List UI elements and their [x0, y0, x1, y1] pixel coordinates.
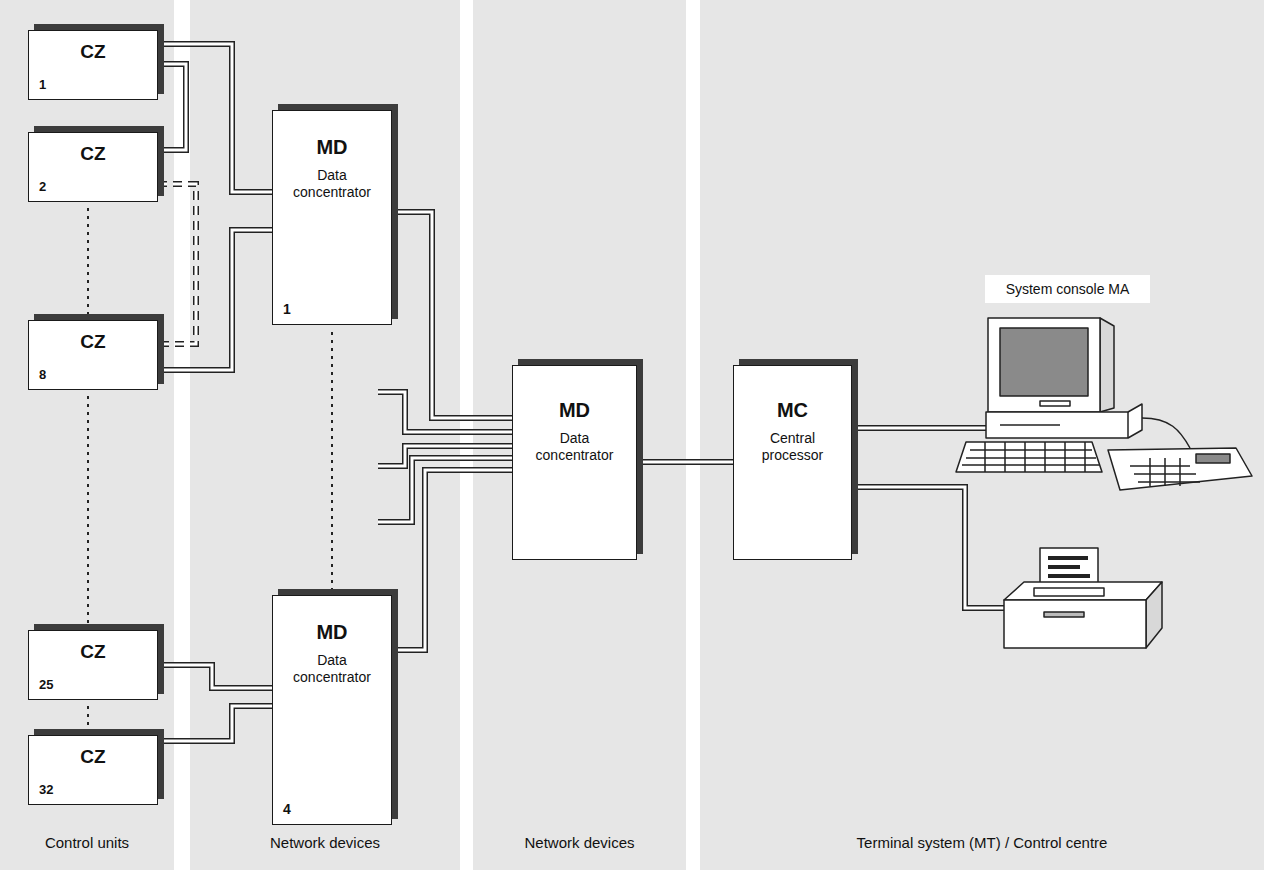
connector-core: [392, 212, 512, 418]
handset-cable: [1142, 418, 1190, 448]
unit-number: 32: [39, 782, 53, 798]
connector-core: [158, 665, 272, 688]
console-wire: [850, 425, 986, 431]
connector-core: [158, 64, 186, 150]
device-name: CZ: [80, 331, 105, 354]
column-band: Terminal system (MT) / Control centre MC C…: [700, 0, 1264, 870]
connector-outline: [392, 212, 512, 418]
connector-outline: [158, 706, 272, 741]
double-line-connector: [158, 64, 186, 150]
device-description: Data concentrator: [283, 652, 381, 686]
double-line-connector: [158, 706, 272, 741]
device-name: MD: [316, 620, 347, 644]
console-tag: System console MA: [985, 275, 1150, 303]
keyboard-keys: [962, 442, 1099, 472]
device-box: MD Data concentrator: [512, 365, 637, 560]
unit-number: 2: [39, 179, 46, 195]
connector-outline: [158, 44, 272, 192]
device-description: Data concentrator: [523, 430, 626, 464]
handset: [1108, 448, 1252, 490]
double-line-connector: [392, 212, 512, 418]
continuation-dots: [87, 396, 89, 624]
device-description: Data concentrator: [283, 167, 381, 201]
continuation-dots: [87, 208, 89, 314]
device-box: MC Central processor: [733, 365, 852, 560]
base-edge: [1127, 412, 1129, 438]
unit-number: 8: [39, 367, 46, 383]
computer-base: [986, 404, 1142, 438]
device-box: CZ 32: [28, 735, 158, 805]
keyboard: [956, 442, 1102, 472]
connector-core: [158, 184, 196, 344]
unit-number: 1: [283, 301, 291, 318]
device-name: CZ: [80, 143, 105, 166]
stub-line: [378, 392, 512, 432]
unit-number: 1: [39, 77, 46, 93]
connector-outline: [637, 459, 733, 465]
continuation-dots: [87, 706, 89, 730]
column-label: Network devices: [524, 834, 634, 852]
unit-number: 4: [283, 801, 291, 818]
double-line-connector: [158, 230, 272, 370]
monitor: [988, 318, 1100, 412]
printer-slot: [1034, 588, 1104, 596]
drive-slot: [1000, 424, 1060, 426]
printer-panel: [1044, 612, 1084, 617]
double-line-connector: [158, 44, 272, 192]
column-label: Terminal system (MT) / Control centre: [857, 834, 1108, 852]
connector-outline: [158, 64, 186, 150]
connector-core: [158, 230, 272, 370]
connector-core: [637, 461, 733, 464]
connector-outline: [158, 230, 272, 370]
printer-illustration: [1004, 548, 1162, 648]
device-name: CZ: [80, 41, 105, 64]
device-name: MD: [316, 135, 347, 159]
device-box: CZ 8: [28, 320, 158, 390]
printer-top: [1004, 582, 1162, 600]
monitor-button: [1040, 401, 1070, 406]
device-box: CZ 25: [28, 630, 158, 700]
monitor-side: [1100, 318, 1114, 412]
unit-number: 25: [39, 677, 53, 693]
column-band: Control unitsCZ1CZ2CZ8CZ25CZ32: [0, 0, 174, 870]
double-line-connector: [158, 184, 196, 344]
device-box: CZ 2: [28, 132, 158, 202]
connector-outline: [392, 470, 512, 650]
double-line-connector: [158, 665, 272, 688]
connector-outline: [158, 184, 196, 344]
handset-display: [1196, 454, 1230, 463]
double-line-connector: [392, 470, 512, 650]
column-label: Control units: [45, 834, 129, 852]
device-description: Central processor: [744, 430, 841, 464]
device-box: MD Data concentrator 4: [272, 595, 392, 825]
device-name: CZ: [80, 641, 105, 664]
printer-wire: [850, 487, 1004, 608]
continuation-dots: [331, 332, 333, 590]
stub-line: [378, 392, 512, 432]
device-box: CZ 1: [28, 30, 158, 100]
console-wire: [850, 427, 986, 430]
device-name: MD: [559, 398, 590, 422]
device-name: CZ: [80, 746, 105, 769]
computer-illustration: [956, 318, 1252, 490]
printer-front: [1004, 600, 1146, 648]
screen: [1000, 328, 1088, 396]
printer-wire: [850, 487, 1004, 608]
device-name: MC: [777, 398, 808, 422]
column-label: Network devices: [270, 834, 380, 852]
double-line-connector: [637, 462, 733, 463]
connector-outline: [158, 665, 272, 688]
connector-core: [158, 44, 272, 192]
printer-side: [1146, 582, 1162, 648]
console-label: System console MA: [1006, 281, 1130, 298]
connector-core: [158, 706, 272, 741]
connector-core: [392, 470, 512, 650]
paper-print: [1048, 558, 1090, 576]
handset-keys: [1130, 458, 1200, 486]
device-box: MD Data concentrator 1: [272, 110, 392, 325]
